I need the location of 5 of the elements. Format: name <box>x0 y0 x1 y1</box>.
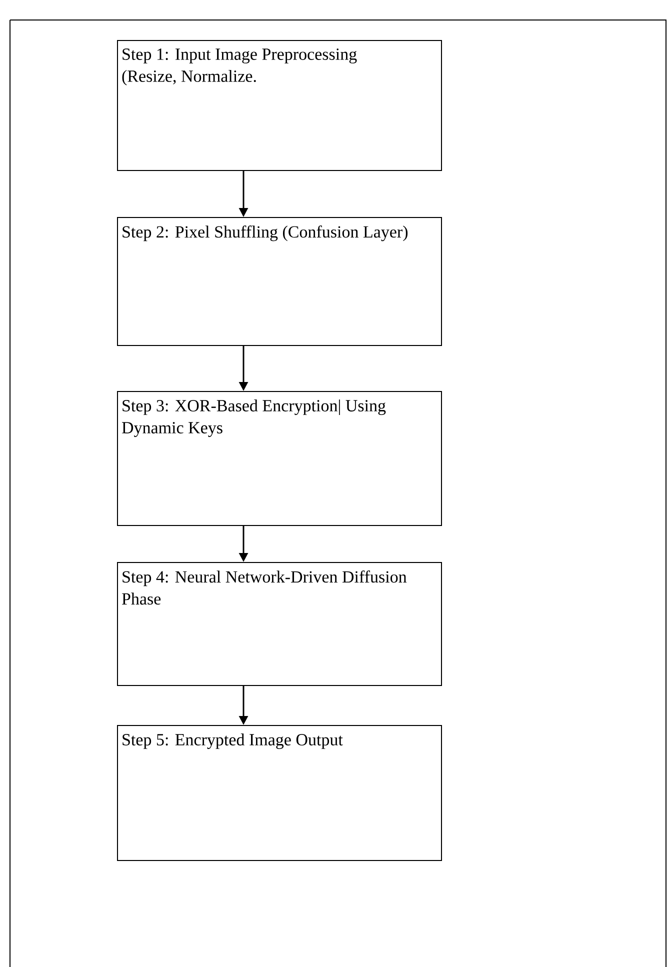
process-box: Step 1: Input Image Preprocessing (Resize, Normalize. <box>117 40 442 171</box>
process-box: Step 5: Encrypted Image Output <box>117 725 442 861</box>
process-box: Step 2: Pixel Shuffling (Confusion Layer) <box>117 217 442 346</box>
process-box: Step 4: Neural Network-Driven Diffusion Phase <box>117 562 442 686</box>
process-box: Step 3: XOR-Based Encryption| Using Dynamic Keys <box>117 391 442 526</box>
